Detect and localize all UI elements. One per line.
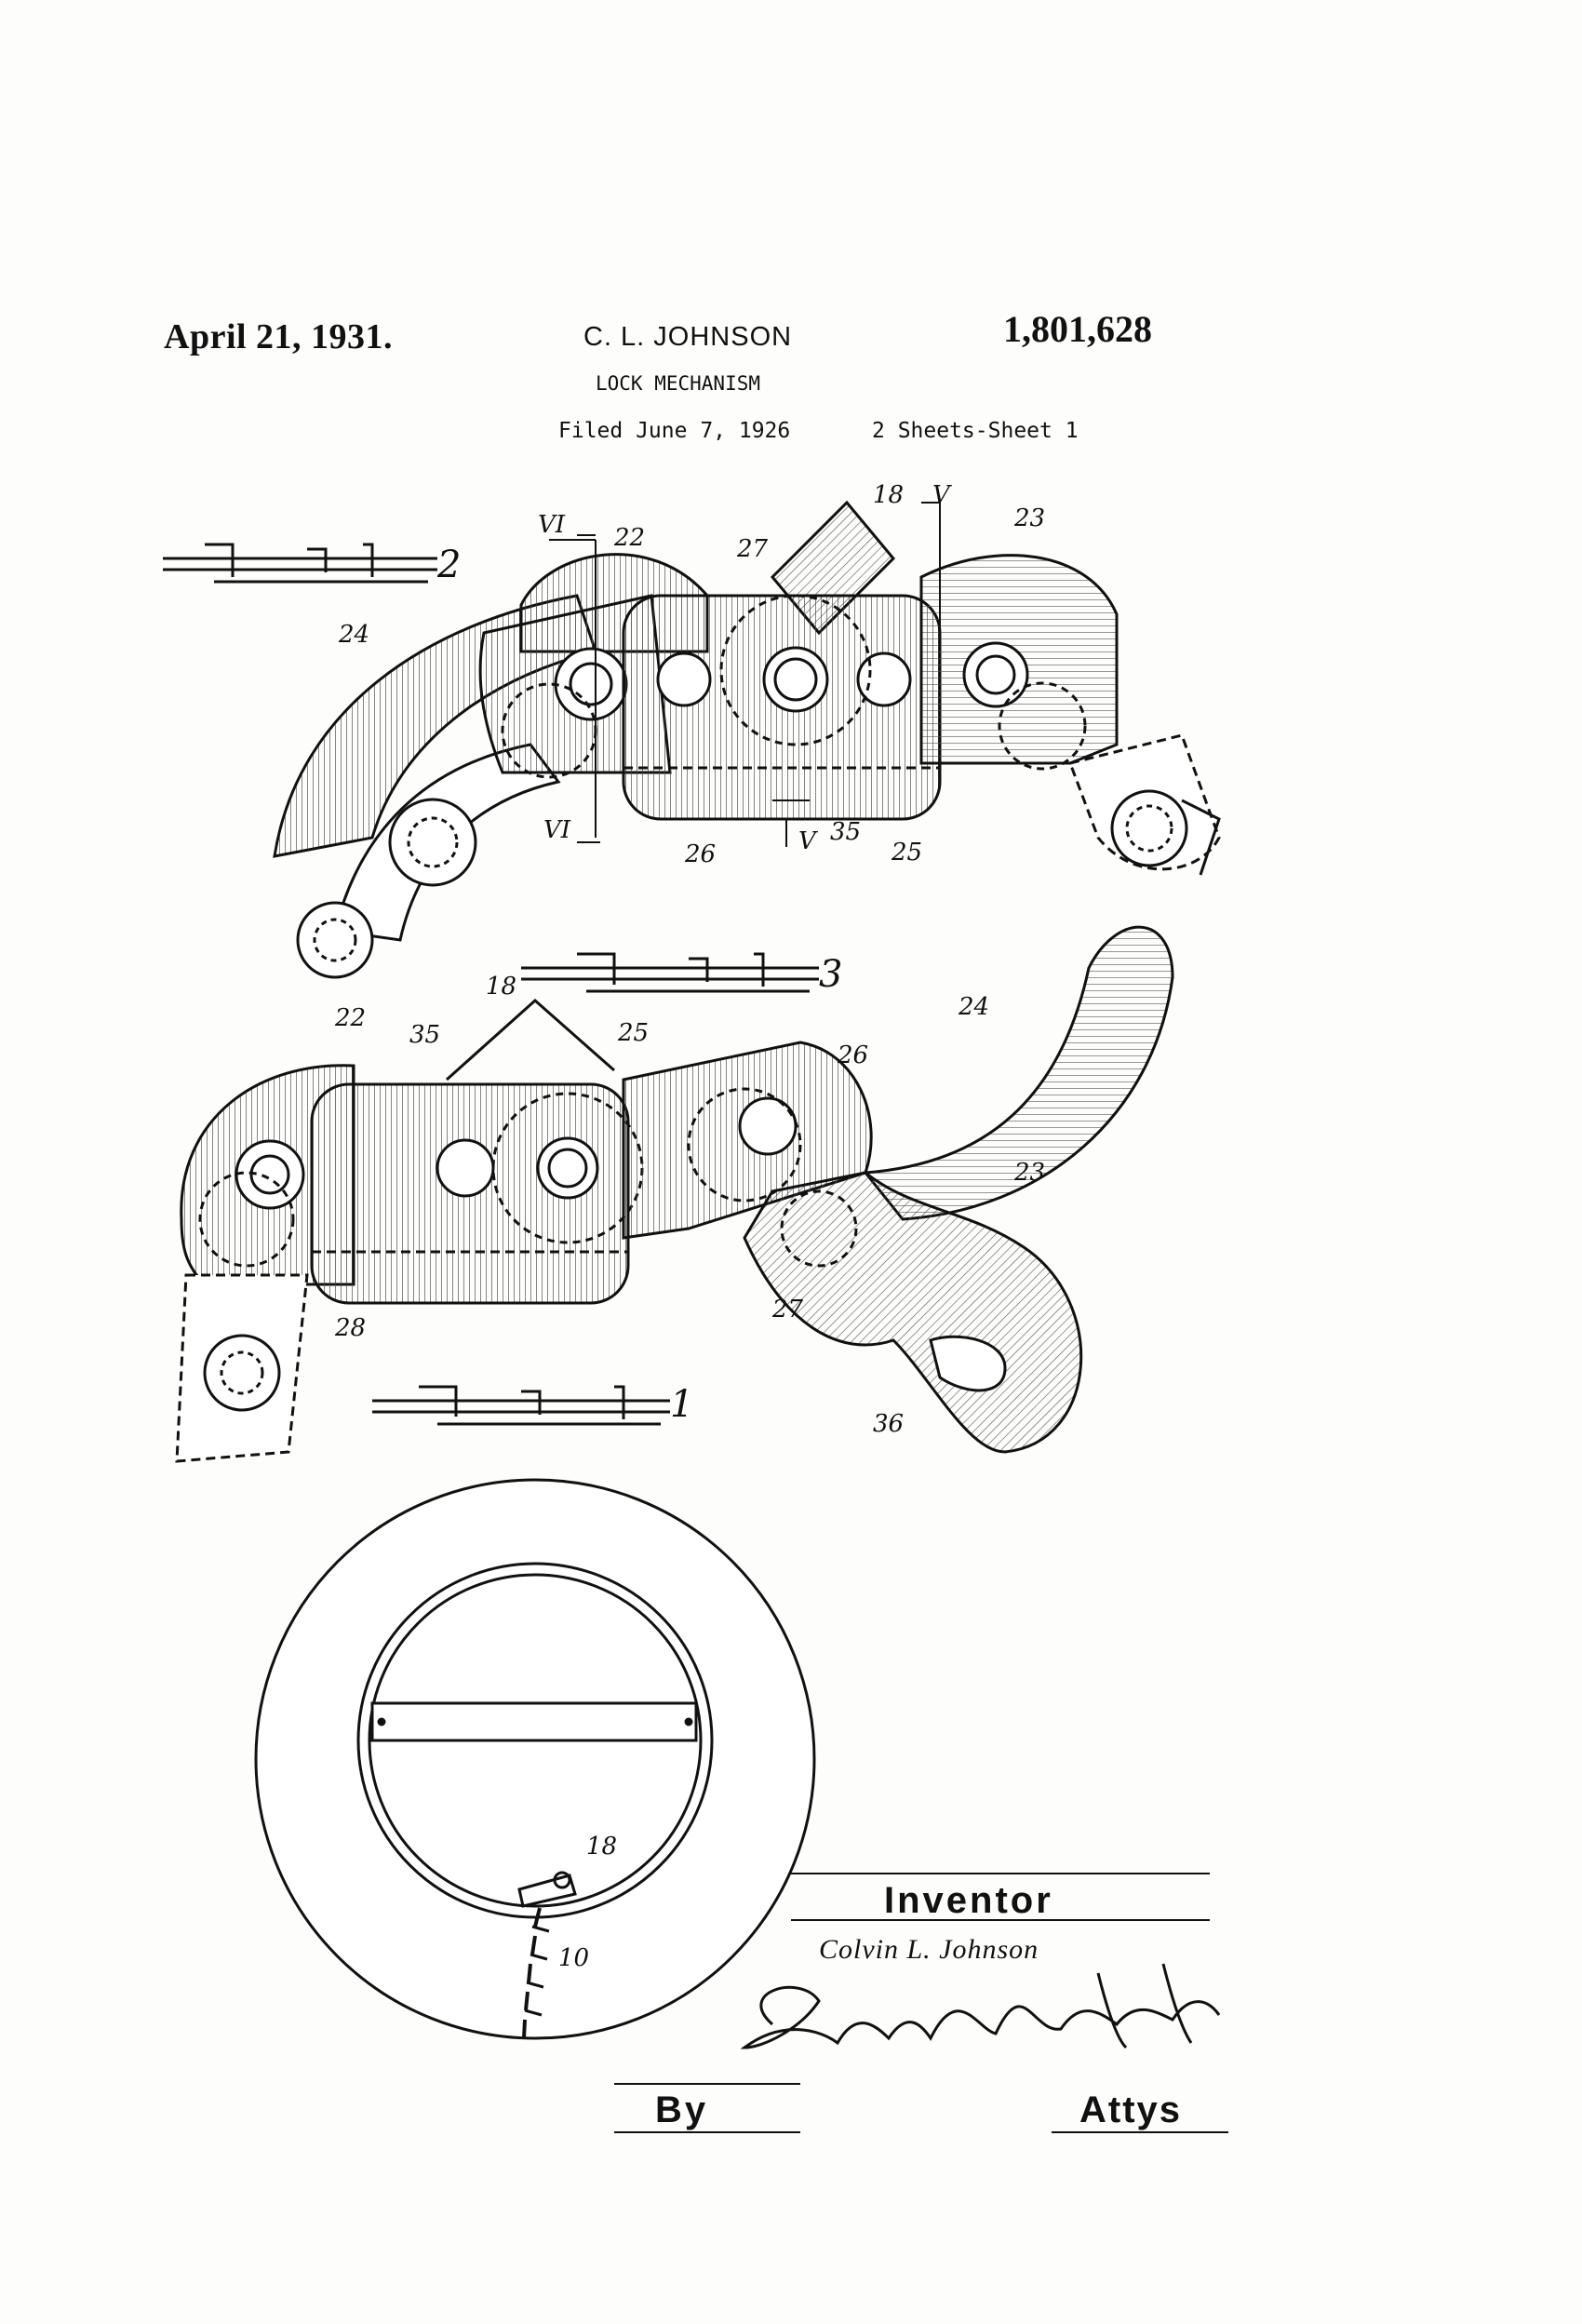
ref-fig2-VI-top: VI — [538, 511, 566, 539]
filed-date: Filed June 7, 1926 — [558, 419, 791, 443]
ref-fig2-27: 27 — [736, 535, 769, 563]
ref-fig2-26: 26 — [684, 840, 716, 868]
ref-fig1-18: 18 — [586, 1833, 617, 1861]
ref-fig2-18: 18 — [873, 481, 904, 509]
ref-fig3-27: 27 — [771, 1296, 804, 1323]
inventor-header: C. L. JOHNSON — [583, 322, 793, 352]
arm-24-fig3 — [863, 925, 1174, 1221]
tongue-18-fig3 — [445, 998, 615, 1081]
fig-3-label-mark: 3 — [521, 952, 842, 996]
sheet-count: 2 Sheets-Sheet 1 — [872, 419, 1079, 443]
attys-rule-bottom — [1052, 2131, 1228, 2133]
ref-fig3-18: 18 — [486, 973, 516, 1001]
ref-fig3-35: 35 — [409, 1021, 440, 1049]
ref-fig2-V-bottom: V — [798, 827, 818, 855]
fig-2-label-mark: 2 — [163, 543, 461, 586]
pivot-fig3-bottom-left — [203, 1334, 281, 1412]
patent-date: April 21, 1931. — [164, 317, 394, 356]
ref-fig3-26: 26 — [837, 1041, 868, 1069]
inventor-label: Inventor — [884, 1880, 1053, 1921]
fig-2-number: 2 — [436, 544, 461, 586]
ref-fig1-10: 10 — [558, 1944, 589, 1972]
by-rule-top — [614, 2083, 800, 2085]
pivot-lower-left — [296, 901, 374, 979]
patent-title: LOCK MECHANISM — [596, 372, 761, 395]
inventor-name: Colvin L. Johnson — [819, 1934, 1039, 1965]
ref-fig2-V-top: V — [932, 481, 952, 509]
ref-fig2-22: 22 — [613, 524, 645, 552]
inventor-rule-top — [791, 1873, 1210, 1874]
fig-1-number: 1 — [670, 1383, 693, 1426]
ref-fig3-36: 36 — [873, 1410, 904, 1438]
ref-fig3-28: 28 — [334, 1314, 366, 1342]
slot-36 — [929, 1335, 1007, 1392]
ref-fig2-24: 24 — [338, 621, 369, 649]
pivot-mid-left — [388, 798, 477, 887]
attorney-signature — [740, 1963, 1221, 2049]
ref-fig2-25: 25 — [891, 839, 922, 866]
figure-2: 2 — [163, 481, 1221, 979]
figure-1: 1 18 10 — [254, 1383, 816, 2040]
ref-fig3-25: 25 — [617, 1019, 649, 1047]
fig-3-number: 3 — [819, 953, 842, 996]
inventor-rule-bottom — [791, 1919, 1210, 1921]
patent-number: 1,801,628 — [1003, 308, 1152, 350]
ref-fig3-23: 23 — [1013, 1159, 1045, 1187]
ref-fig3-24: 24 — [958, 993, 989, 1021]
lock-and-chain — [517, 1871, 577, 2039]
cross-bar — [370, 1701, 698, 1742]
by-label: By — [655, 2089, 709, 2130]
attys-label: Attys — [1079, 2089, 1183, 2130]
ref-fig3-22: 22 — [334, 1004, 366, 1032]
by-rule-bottom — [614, 2131, 800, 2133]
ref-fig2-35: 35 — [830, 818, 861, 846]
figure-3: 3 — [175, 925, 1174, 1463]
fig-1-label-mark: 1 — [372, 1383, 693, 1426]
ref-fig2-VI-bottom: VI — [543, 816, 571, 844]
ref-fig2-23: 23 — [1013, 504, 1045, 532]
